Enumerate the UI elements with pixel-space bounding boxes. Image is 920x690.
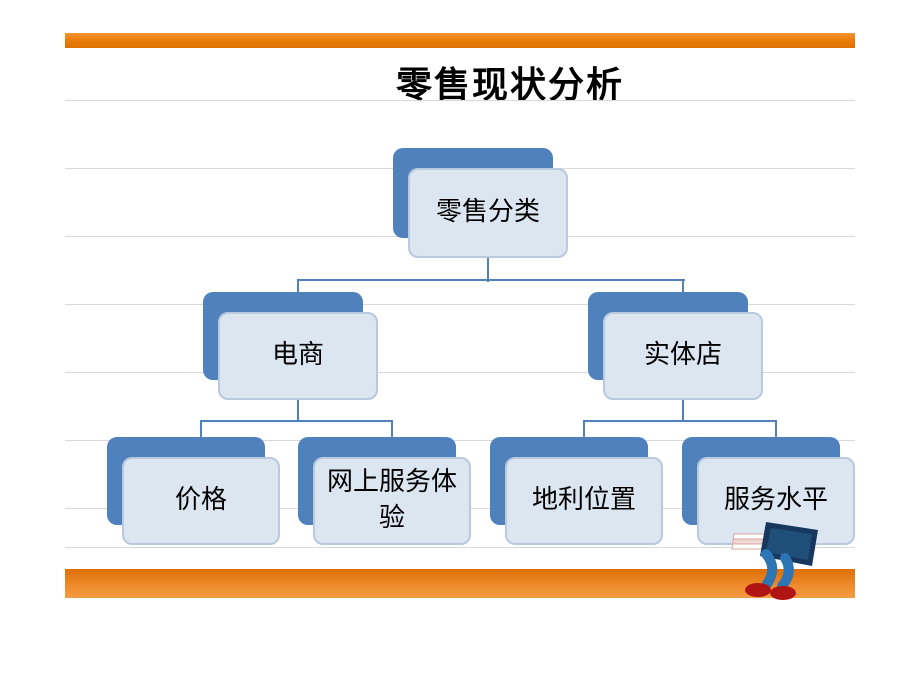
node-label: 零售分类 [435,197,540,228]
connector-ecommerce-children-horizontal [200,420,393,422]
node-box: 电商 [218,312,378,400]
connector-root-down [487,256,489,282]
connector-ecommerce-down [297,398,299,422]
node-label: 网上服务体验 [326,467,457,533]
node-box: 实体店 [603,312,763,400]
tree-node-ecommerce: 电商 [203,292,378,400]
gridline [65,100,855,101]
node-label: 实体店 [643,340,722,371]
tree-node-price: 价格 [107,437,280,545]
tree-node-store: 实体店 [588,292,763,400]
bottom-accent-bar [65,569,855,598]
node-label: 服务水平 [723,485,828,516]
node-box: 零售分类 [408,168,568,258]
gridline [65,304,855,305]
top-accent-bar [65,33,855,48]
tree-node-location: 地利位置 [490,437,663,545]
connector-store-down [682,398,684,422]
node-label: 价格 [174,485,227,516]
slide-title: 零售现状分析 [395,65,624,106]
shoe-left [745,583,771,597]
connector-store-children-horizontal [583,420,777,422]
leg-left [761,549,778,589]
node-label: 地利位置 [531,485,636,516]
node-box: 网上服务体验 [313,457,471,545]
gridline [65,372,855,373]
gridline [65,440,855,441]
leg-right [777,553,794,591]
node-box: 地利位置 [505,457,663,545]
node-label: 电商 [271,340,324,371]
node-box: 价格 [122,457,280,545]
gridline [65,547,855,548]
person-at-computer-clipart [731,522,818,600]
connector-level2-horizontal [297,279,685,281]
tree-node-online-service: 网上服务体验 [298,437,471,545]
monitor-screen-icon [766,528,812,560]
tree-node-root: 零售分类 [393,148,568,258]
shoe-right [770,586,796,600]
